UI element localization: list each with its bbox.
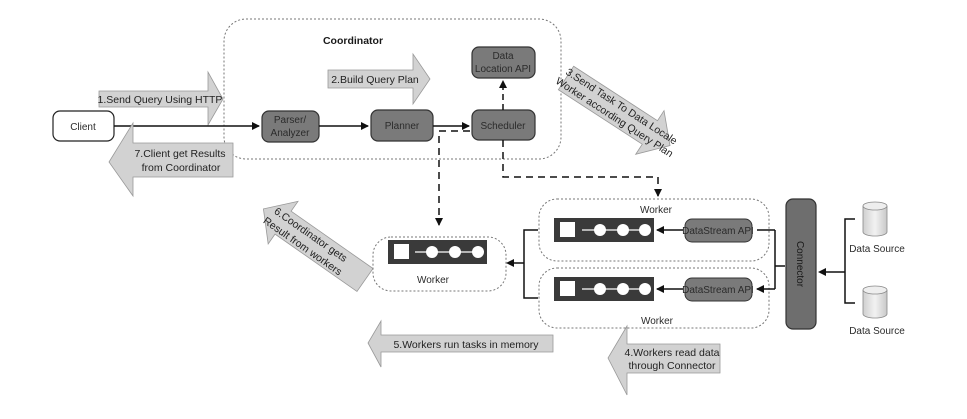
left-worker-label: Worker bbox=[417, 275, 450, 286]
pipeline-node-icon bbox=[639, 224, 651, 236]
data-source-1: Data Source bbox=[849, 201, 905, 255]
pipeline-node-icon bbox=[594, 283, 606, 295]
step3-arrow: 3.Send Task To Data Locale Worker accord… bbox=[553, 65, 679, 160]
parser-label-line2: Analyzer bbox=[271, 128, 311, 139]
step4-arrow: 4.Workers read data through Connector bbox=[607, 324, 721, 396]
data-source-2-label: Data Source bbox=[849, 326, 905, 337]
step5-arrow: 5.Workers run tasks in memory bbox=[367, 319, 554, 368]
step5-label: 5.Workers run tasks in memory bbox=[393, 339, 539, 351]
data-source-1-label: Data Source bbox=[849, 244, 905, 255]
pipeline-node-icon bbox=[617, 224, 629, 236]
step7-arrow: 7.Client get Results from Coordinator bbox=[108, 121, 234, 198]
pipeline-node-icon bbox=[617, 283, 629, 295]
scheduler-node: Scheduler bbox=[471, 109, 536, 141]
scheduler-to-right-workers-dashed bbox=[502, 140, 662, 197]
step4-label-line2: through Connector bbox=[629, 360, 716, 372]
data-location-api-node: Data Location API bbox=[471, 46, 536, 79]
step3-label-line2: Worker according Query Plan bbox=[553, 75, 675, 160]
datastream-api-top bbox=[684, 218, 753, 243]
step4-label-line1: 4.Workers read data bbox=[625, 347, 720, 359]
pipeline-node-icon bbox=[472, 246, 484, 258]
data-source-2: Data Source bbox=[849, 285, 905, 337]
step1-label: 1.Send Query Using HTTP bbox=[98, 94, 223, 106]
coordinator-title: Coordinator bbox=[323, 35, 383, 47]
step2-label: 2.Build Query Plan bbox=[331, 74, 419, 86]
bottom-right-worker: DataStream API Worker bbox=[538, 267, 770, 329]
scheduler-label: Scheduler bbox=[480, 121, 526, 132]
datasources-bracket bbox=[822, 218, 855, 304]
connector-label: Connector bbox=[794, 241, 805, 288]
data-location-label-line1: Data bbox=[492, 51, 514, 62]
pipeline-node-icon bbox=[639, 283, 651, 295]
left-worker: Worker bbox=[372, 236, 507, 292]
parser-analyzer-node: Parser/ Analyzer bbox=[261, 110, 320, 143]
top-right-worker: Worker DataStream API bbox=[538, 198, 770, 262]
planner-label: Planner bbox=[385, 121, 420, 132]
step7-label-line1: 7.Client get Results bbox=[134, 148, 225, 160]
left-worker-square-icon bbox=[394, 244, 409, 259]
coordinator-boundary bbox=[223, 18, 562, 160]
database-icon bbox=[862, 206, 888, 237]
connector-node: Connector bbox=[785, 198, 817, 330]
planner-node: Planner bbox=[370, 109, 434, 142]
step1-arrow: 1.Send Query Using HTTP bbox=[98, 70, 224, 127]
step3-label-line1: 3.Send Task To Data Locale bbox=[563, 66, 679, 147]
step2-arrow: 2.Build Query Plan bbox=[327, 52, 431, 106]
data-location-label-line2: Location API bbox=[475, 64, 531, 75]
connector-to-datastream-bracket bbox=[774, 230, 785, 289]
pipeline-node-icon bbox=[426, 246, 438, 258]
step6-arrow bbox=[262, 200, 374, 293]
datastream-bottom-label: DataStream API bbox=[682, 285, 754, 296]
top-worker-label: Worker bbox=[640, 205, 673, 216]
bottom-worker-square-icon bbox=[560, 281, 575, 296]
database-icon bbox=[862, 290, 888, 319]
client-node: Client bbox=[52, 110, 115, 142]
scheduler-to-left-worker-dashed bbox=[435, 130, 470, 226]
client-label: Client bbox=[70, 122, 96, 133]
pipeline-node-icon bbox=[594, 224, 606, 236]
datastream-top-label: DataStream API bbox=[682, 226, 754, 237]
step7-label-line2: from Coordinator bbox=[142, 162, 221, 174]
top-worker-square-icon bbox=[560, 222, 575, 237]
pipeline-node-icon bbox=[449, 246, 461, 258]
parser-label-line1: Parser/ bbox=[274, 115, 306, 126]
bottom-worker-label: Worker bbox=[641, 316, 674, 327]
